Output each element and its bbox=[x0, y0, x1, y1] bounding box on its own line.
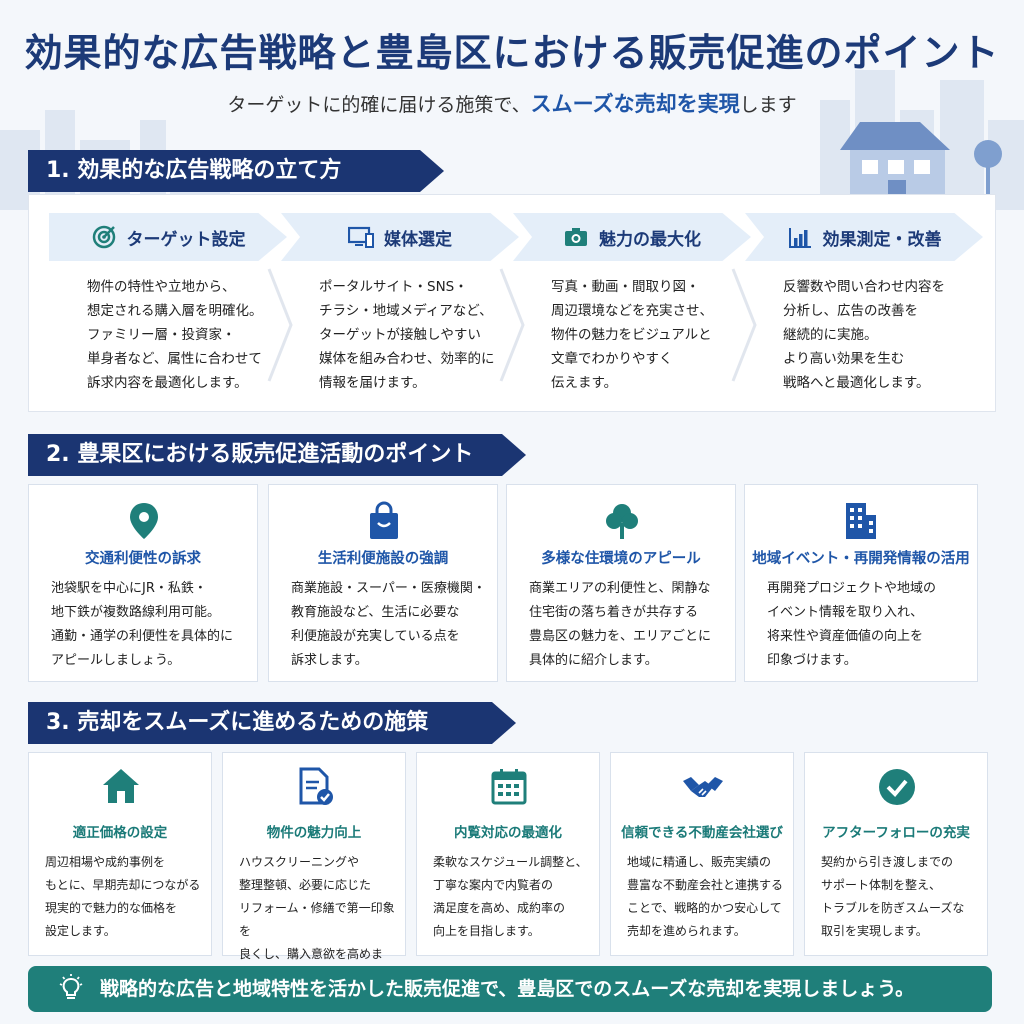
measure-card-aftercare: アフターフォローの充実 契約から引き渡しまでの サポート体制を整え、 トラブルを… bbox=[804, 752, 988, 956]
card-text: 契約から引き渡しまでの サポート体制を整え、 トラブルを防ぎスムーズな 取引を実… bbox=[821, 855, 965, 938]
camera-icon bbox=[563, 224, 589, 250]
handshake-icon bbox=[683, 777, 723, 797]
chevron-right-icon bbox=[499, 268, 525, 382]
bar-chart-icon bbox=[787, 224, 813, 250]
measure-card-pricing: 適正価格の設定 周辺相場や成約事例を もとに、早期売却につながる 現実的で魅力的… bbox=[28, 752, 212, 956]
step-label: 媒体選定 bbox=[384, 229, 452, 250]
step-description: 写真・動画・間取り図・ 周辺環境などを充実させ、 物件の魅力をビジュアルと 文章… bbox=[551, 279, 713, 391]
point-card-transport: 交通利便性の訴求 池袋駅を中心にJR・私鉄・ 地下鉄が複数路線利用可能。 通勤・… bbox=[28, 484, 258, 682]
card-text: 柔軟なスケジュール調整と、 丁寧な案内で内覧者の 満足度を高め、成約率の 向上を… bbox=[433, 855, 588, 938]
page-title: 効果的な広告戦略と豊島区における販売促進のポイント bbox=[24, 31, 1000, 75]
measure-card-property-appeal: 物件の魅力向上 ハウスクリーニングや 整理整頓、必要に応じた リフォーム・修繕で… bbox=[222, 752, 406, 984]
step-label: ターゲット設定 bbox=[126, 229, 246, 250]
step-target-setting: ターゲット設定 物件の特性や立地から、 想定される購入層を明確化。 ファミリー層… bbox=[49, 213, 287, 439]
step-label: 魅力の最大化 bbox=[599, 229, 701, 250]
card-text: ハウスクリーニングや 整理整頓、必要に応じた リフォーム・修繕で第一印象を 良く… bbox=[239, 855, 395, 984]
section-2-header: 2. 豊果区における販売促進活動のポイント bbox=[28, 434, 526, 476]
step-description: 物件の特性や立地から、 想定される購入層を明確化。 ファミリー層・投資家・ 単身… bbox=[87, 279, 263, 391]
step-description: ポータルサイト・SNS・ チラシ・地域メディアなど、 ターゲットが接触しやすい … bbox=[319, 279, 495, 391]
card-text: 周辺相場や成約事例を もとに、早期売却につながる 現実的で魅力的な価格を 設定し… bbox=[45, 855, 201, 938]
shopping-bag-icon bbox=[370, 501, 398, 539]
card-text: 地域に精通し、販売実績の 豊富な不動産会社と連携する ことで、戦略的かつ安心して… bbox=[627, 855, 784, 938]
point-card-amenities: 生活利便施設の強調 商業施設・スーパー・医療機関・ 教育施設など、生活に必要な … bbox=[268, 484, 498, 682]
devices-icon bbox=[348, 224, 374, 250]
document-check-icon bbox=[299, 767, 333, 805]
card-text: 池袋駅を中心にJR・私鉄・ 地下鉄が複数路線利用可能。 通勤・通学の利便性を具体… bbox=[51, 581, 234, 668]
card-text: 商業施設・スーパー・医療機関・ 教育施設など、生活に必要な 利便施設が充実してい… bbox=[291, 581, 486, 668]
point-card-local-events: 地域イベント・再開発情報の活用 再開発プロジェクトや地域の イベント情報を取り入… bbox=[744, 484, 978, 682]
card-heading: 信頼できる不動産会社選び bbox=[621, 825, 783, 841]
card-heading: 物件の魅力向上 bbox=[266, 825, 362, 841]
building-icon bbox=[846, 503, 876, 539]
check-circle-icon bbox=[879, 769, 915, 805]
card-heading: アフターフォローの充実 bbox=[822, 825, 970, 841]
target-icon bbox=[91, 224, 117, 250]
measure-card-agency: 信頼できる不動産会社選び 地域に精通し、販売実績の 豊富な不動産会社と連携する … bbox=[610, 752, 794, 956]
chevron-right-icon bbox=[731, 268, 757, 382]
subtitle-highlight: スムーズな売却を実現 bbox=[530, 92, 740, 116]
card-heading: 交通利便性の訴求 bbox=[85, 551, 201, 567]
house-icon bbox=[103, 769, 139, 803]
card-text: 再開発プロジェクトや地域の イベント情報を取り入れ、 将来性や資産価値の向上を … bbox=[767, 581, 937, 668]
card-heading: 内覧対応の最適化 bbox=[454, 825, 562, 841]
chevron-right-icon bbox=[267, 268, 293, 382]
card-heading: 多様な住環境のアピール bbox=[541, 551, 701, 567]
summary-banner: 戦略的な広告と地域特性を活かした販売促進で、豊島区でのスムーズな売却を実現しまし… bbox=[28, 966, 992, 1012]
measure-card-viewing: 内覧対応の最適化 柔軟なスケジュール調整と、 丁寧な案内で内覧者の 満足度を高め… bbox=[416, 752, 600, 956]
page-subtitle: ターゲットに的確に届ける施策で、スムーズな売却を実現します bbox=[227, 92, 797, 116]
card-text: 商業エリアの利便性と、閑静な 住宅街の落ち着きが共存する 豊島区の魅力を、エリア… bbox=[529, 581, 712, 668]
summary-text: 戦略的な広告と地域特性を活かした販売促進で、豊島区でのスムーズな売却を実現しまし… bbox=[100, 978, 915, 1000]
point-card-living-environment: 多様な住環境のアピール 商業エリアの利便性と、閑静な 住宅街の落ち着きが共存する… bbox=[506, 484, 736, 682]
step-media-selection: 媒体選定 ポータルサイト・SNS・ チラシ・地域メディアなど、 ターゲットが接触… bbox=[281, 213, 519, 439]
tree-icon bbox=[606, 504, 638, 539]
card-heading: 適正価格の設定 bbox=[72, 825, 168, 841]
step-description: 反響数や問い合わせ内容を 分析し、広告の改善を 継続的に実施。 より高い効果を生… bbox=[783, 279, 945, 391]
card-heading: 地域イベント・再開発情報の活用 bbox=[752, 551, 970, 567]
step-label: 効果測定・改善 bbox=[822, 229, 942, 250]
section-1-header: 1. 効果的な広告戦略の立て方 bbox=[28, 150, 444, 192]
step-measure-improve: 効果測定・改善 反響数や問い合わせ内容を 分析し、広告の改善を 継続的に実施。 … bbox=[745, 213, 983, 439]
card-heading: 生活利便施設の強調 bbox=[317, 551, 449, 567]
location-pin-icon bbox=[130, 503, 158, 539]
house-illustration bbox=[840, 122, 1002, 200]
section-3-header: 3. 売却をスムーズに進めるための施策 bbox=[28, 702, 516, 744]
lightbulb-icon bbox=[59, 974, 83, 999]
step-maximize-appeal: 魅力の最大化 写真・動画・間取り図・ 周辺環境などを充実させ、 物件の魅力をビジ… bbox=[513, 213, 751, 439]
section-1-panel: ターゲット設定 物件の特性や立地から、 想定される購入層を明確化。 ファミリー層… bbox=[28, 194, 996, 412]
calendar-icon bbox=[491, 769, 527, 805]
